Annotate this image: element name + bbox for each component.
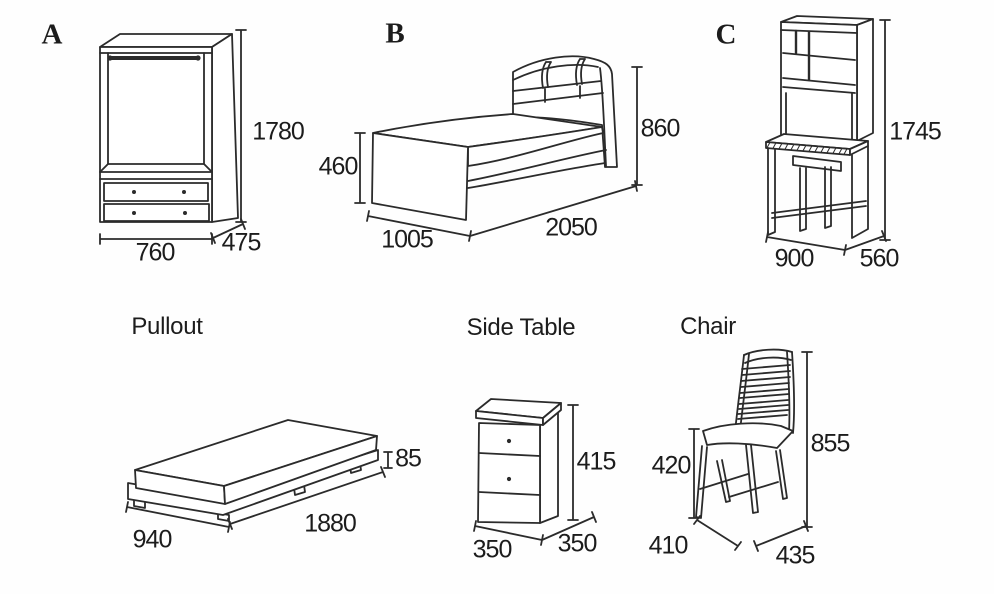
desk-width-dim: 900 — [774, 244, 815, 273]
desk-drawing — [765, 15, 891, 256]
chair-title: Chair — [680, 313, 736, 340]
pullout-length-dim: 1880 — [304, 509, 357, 538]
chair-width-dim: 435 — [775, 541, 816, 570]
side-table-title: Side Table — [466, 314, 576, 341]
panel-c-label: C — [715, 18, 737, 51]
panel-a-label: A — [41, 18, 63, 51]
bed-headboard-height-dim: 860 — [640, 114, 681, 143]
pullout-thickness-dim: 85 — [395, 444, 422, 473]
wardrobe-height-dim: 1780 — [252, 117, 305, 146]
chair-height-dim: 855 — [810, 429, 851, 458]
pullout-title: Pullout — [131, 313, 203, 340]
bed-width-dim: 1005 — [381, 225, 434, 254]
panel-b-label: B — [385, 17, 405, 50]
pullout-width-dim: 940 — [132, 525, 173, 554]
side-table-width-dim: 350 — [472, 535, 513, 564]
side-table-height-dim: 415 — [576, 447, 617, 476]
chair-seat-height-dim: 420 — [651, 451, 692, 480]
wardrobe-depth-dim: 475 — [221, 228, 262, 257]
bed-length-dim: 2050 — [545, 213, 598, 242]
side-table-drawing — [473, 398, 597, 546]
wardrobe-drawing — [99, 29, 247, 245]
bed-footboard-height-dim: 460 — [318, 152, 359, 181]
side-table-depth-dim: 350 — [557, 529, 598, 558]
wardrobe-width-dim: 760 — [135, 238, 176, 267]
pullout-drawing — [125, 419, 393, 533]
chair-depth-dim: 410 — [648, 531, 689, 560]
bed-drawing — [354, 55, 643, 242]
desk-height-dim: 1745 — [889, 117, 942, 146]
desk-depth-dim: 560 — [859, 244, 900, 273]
chair-drawing — [688, 348, 813, 552]
